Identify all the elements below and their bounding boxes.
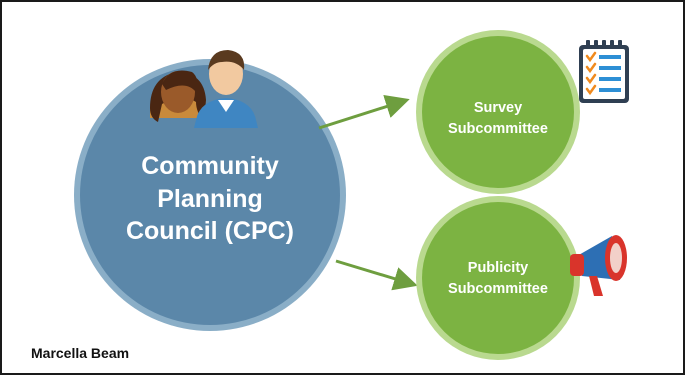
cpc-label-line3: Council (CPC) [125,217,295,245]
arrow-to-survey [318,95,410,130]
cpc-node [74,59,346,331]
survey-label-line1: Survey [473,100,523,116]
survey-node-label: Survey Subcommittee [418,98,578,140]
survey-node-circle [422,36,574,188]
publicity-label-line1: Publicity [467,260,529,276]
cpc-node-label: Community Planning Council (CPC) [95,150,325,248]
survey-label-line2: Subcommittee [448,121,548,138]
megaphone-icon [570,235,627,296]
cpc-node-circle [80,65,340,325]
checklist-icon [579,40,629,103]
cpc-label-line2: Planning [157,184,263,213]
author-name: Marcella Beam [31,345,130,361]
cpc-label-line1: Community [141,152,279,180]
publicity-subcommittee-node [416,196,580,360]
people-icon [150,50,258,128]
arrow-to-publicity [335,259,418,291]
publicity-node-label: Publicity Subcommittee [418,258,578,300]
publicity-node-circle [422,202,574,354]
publicity-label-line2: Subcommittee [448,281,548,298]
survey-subcommittee-node [416,30,580,194]
